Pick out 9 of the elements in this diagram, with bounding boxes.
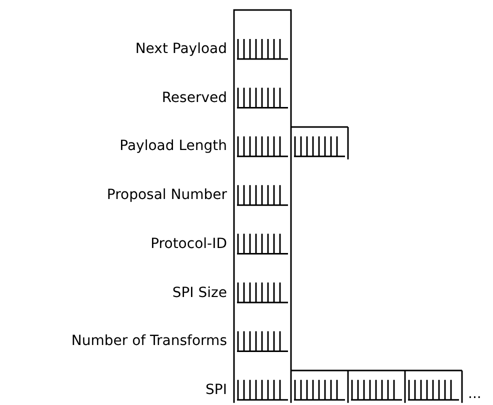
field-label: Proposal Number <box>106 186 227 204</box>
field-label: SPI Size <box>172 284 227 302</box>
field-label: SPI <box>206 380 227 399</box>
continuation-mark: ... <box>468 384 482 403</box>
field-label: Reserved <box>162 88 227 107</box>
field-label: Next Payload <box>135 40 227 58</box>
field-label: Protocol-ID <box>150 234 227 253</box>
field-label: Number of Transforms <box>71 332 227 350</box>
field-label: Payload Length <box>120 137 227 156</box>
